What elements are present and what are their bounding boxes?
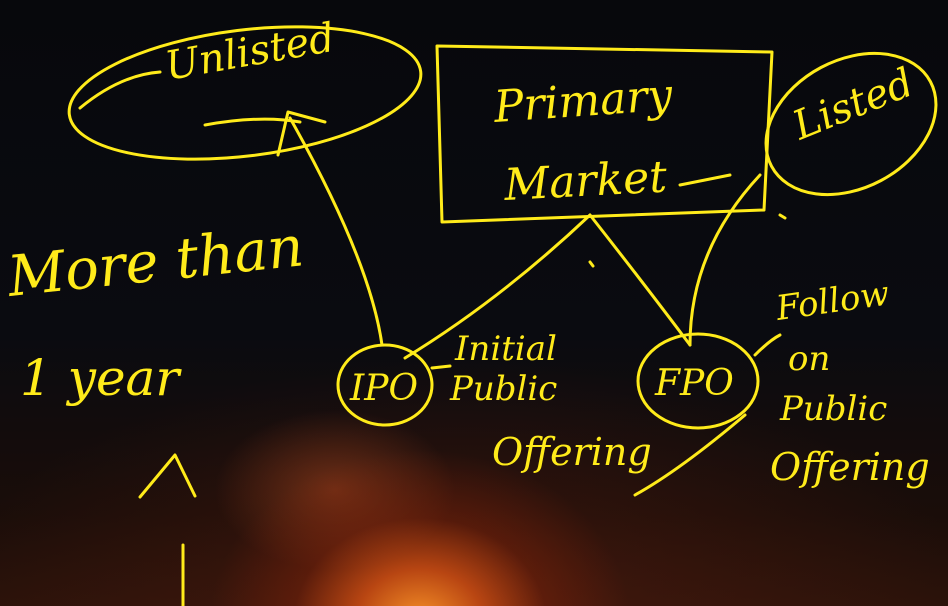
side-note-up-arrow-head xyxy=(138,453,197,499)
ipo-to-unlisted-arrowhead xyxy=(276,110,327,157)
fpo-connector xyxy=(753,333,782,357)
primary-market-line2: Market xyxy=(502,152,668,212)
ipo-expansion-line3: Offering xyxy=(492,430,652,474)
listed-ellipse xyxy=(764,51,938,197)
fpo-expansion-line4: Offering xyxy=(770,445,930,489)
ipo-to-unlisted-arrow xyxy=(288,116,384,347)
primary-to-fpo-line xyxy=(588,213,692,347)
unlisted-ellipse xyxy=(67,25,423,161)
fpo-expansion-line2: on xyxy=(788,339,830,379)
primary-to-ipo-line xyxy=(403,213,592,360)
primary-dot xyxy=(588,260,595,268)
listed-label: Listed xyxy=(786,60,920,150)
side-note-line2: 1 year xyxy=(20,349,182,407)
ipo-expansion-line2: Public xyxy=(449,369,557,409)
ipo-expansion-line1: Initial xyxy=(454,329,557,369)
fpo-to-listed-arrow xyxy=(688,173,762,347)
fpo-expansion-line1: Follow xyxy=(773,274,892,330)
unlisted-ellipse-tail xyxy=(78,70,162,110)
fpo-slash xyxy=(633,413,747,497)
fpo-circle xyxy=(636,332,760,430)
ipo-connector xyxy=(430,364,452,370)
primary-market-box xyxy=(435,44,774,224)
unlisted-label: Unlisted xyxy=(162,15,338,90)
primary-market-tail xyxy=(678,173,732,187)
ipo-circle xyxy=(336,343,434,427)
fpo-label: FPO xyxy=(654,363,734,404)
ipo-label: IPO xyxy=(349,368,418,409)
fpo-expansion-line3: Public xyxy=(779,389,887,429)
listed-dot xyxy=(778,213,787,220)
side-note-line1: More than xyxy=(4,214,307,310)
primary-market-line1: Primary xyxy=(491,70,675,133)
